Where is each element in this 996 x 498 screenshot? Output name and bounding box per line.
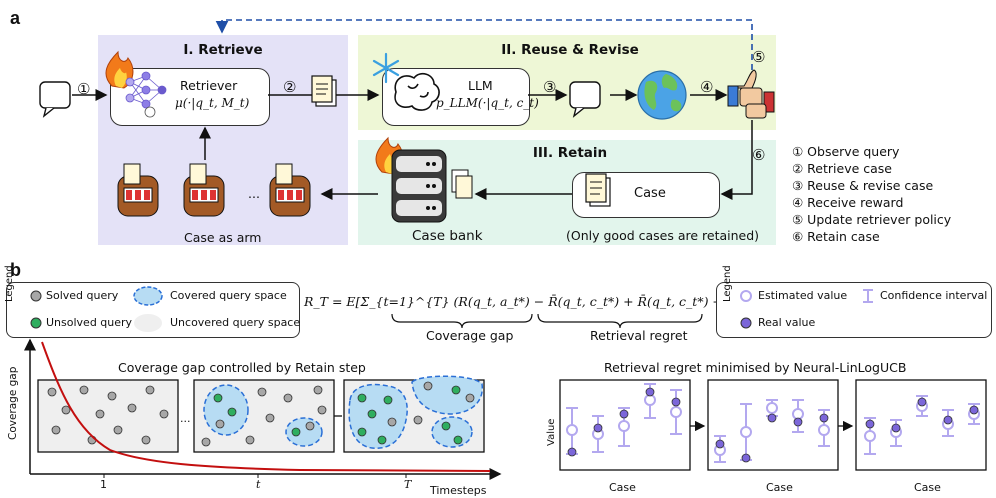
retriever-label: Retriever [180,78,238,93]
covered-region [285,417,323,447]
legend-covered-marker [133,286,163,306]
x-axis-label: Timesteps [430,484,487,497]
coverage-gap-brace [391,313,533,329]
step-item-6: ⑥ Retain case [792,229,880,244]
legend-unsolved-marker [30,317,42,329]
brain-icon [394,72,440,111]
legend-estimated-marker [740,290,752,302]
legend-unsolved-label: Unsolved query [46,316,133,329]
thumbs-up-down-icon [727,69,775,119]
retrieve-title: I. Retrieve [183,42,263,58]
legend-confidence-marker [863,289,873,303]
covered-region [203,384,249,436]
globe-icon [637,70,687,120]
x-tick-t: t [256,478,261,491]
query-bubble-icon [39,81,71,118]
coverage-ellipsis: ... [180,412,191,425]
step-item-3: ③ Reuse & revise case [792,178,934,193]
regret-plot-1-marks [566,383,682,457]
query-points [47,381,475,447]
regret-title: Retrieval regret minimised by Neural-Lin… [604,360,907,375]
retain-title: III. Retain [532,145,608,161]
coverage-title: Coverage gap controlled by Retain step [118,360,366,375]
neural-network-icon [125,71,167,118]
update-policy-arrow [215,19,753,70]
x-tick-T: T [404,478,412,491]
step-marker-6: ⑥ [752,146,766,164]
coverage-gap-brace-label: Coverage gap [426,328,514,343]
regret-plot-2-marks [714,399,830,463]
step-list: ① Observe query ② Retrieve case ③ Reuse … [792,143,951,245]
retriever-formula: μ(·|q_t, M_t) [175,96,250,110]
slot-machine-arm-1 [117,163,159,217]
regret-plot-box-3 [855,379,987,471]
legend-uncovered-label: Uncovered query space [170,316,301,329]
panel-a-label: a [10,8,21,28]
arm-ellipsis: ... [248,186,260,201]
case-axis-label-2: Case [766,481,793,494]
step-item-4: ④ Receive reward [792,195,904,210]
covered-region [431,416,473,448]
legend-uncovered-marker [134,314,162,332]
case-axis-label-1: Case [609,481,636,494]
retrieval-regret-brace-label: Retrieval regret [590,328,688,343]
reuse-title: II. Reuse & Revise [501,42,639,58]
arrow-reward-case [720,120,753,200]
case-axis-label-3: Case [914,481,941,494]
legend-real-label: Real value [758,316,816,329]
fire-icon-retriever [105,50,134,89]
case-label: Case [634,186,666,201]
llm-formula: p_LLM(·|q_t, c_t) [436,96,539,110]
documents-icon [311,75,337,107]
retrieval-regret-brace [537,313,703,329]
database-icon [391,149,473,223]
step-item-5: ⑤ Update retriever policy [792,212,952,227]
step-marker-4: ④ [700,78,714,96]
case-as-arm-label: Case as arm [184,230,262,245]
panel-b-label: b [10,260,21,280]
retriever-box [110,68,270,126]
query-space-box-1 [37,379,179,453]
snowflake-icon [372,52,400,84]
legend-confidence-label: Confidence interval [880,289,988,302]
coverage-gap-curve [41,341,491,472]
step-marker-3: ③ [543,78,557,96]
slot-machine-arm-3 [269,163,311,217]
step-item-2: ② Retrieve case [792,161,892,176]
step-marker-2: ② [283,78,297,96]
step-marker-1: ① [77,80,91,98]
step-item-1: ① Observe query [792,144,900,159]
answer-bubble-icon [569,81,601,118]
legend-solved-label: Solved query [46,289,119,302]
x-tick-1: 1 [100,478,107,491]
regret-formula: R_T = E[Σ_{t=1}^{T} (R(q_t, a_t*) − R̄(q… [304,294,802,309]
llm-label: LLM [468,78,493,93]
retain-note: (Only good cases are retained) [566,228,760,243]
regret-plot-3-marks [864,395,980,455]
legend-covered-label: Covered query space [170,289,287,302]
regret-plot-box-2 [707,379,839,471]
legend-real-marker [740,317,752,329]
legend-solved-marker [30,290,42,302]
legend-right-box [716,282,992,338]
case-bank-label: Case bank [412,228,483,244]
legend-estimated-label: Estimated value [758,289,848,302]
case-document-icon [585,173,611,207]
step-marker-5: ⑤ [752,48,766,66]
slot-machine-arm-2 [183,163,225,217]
